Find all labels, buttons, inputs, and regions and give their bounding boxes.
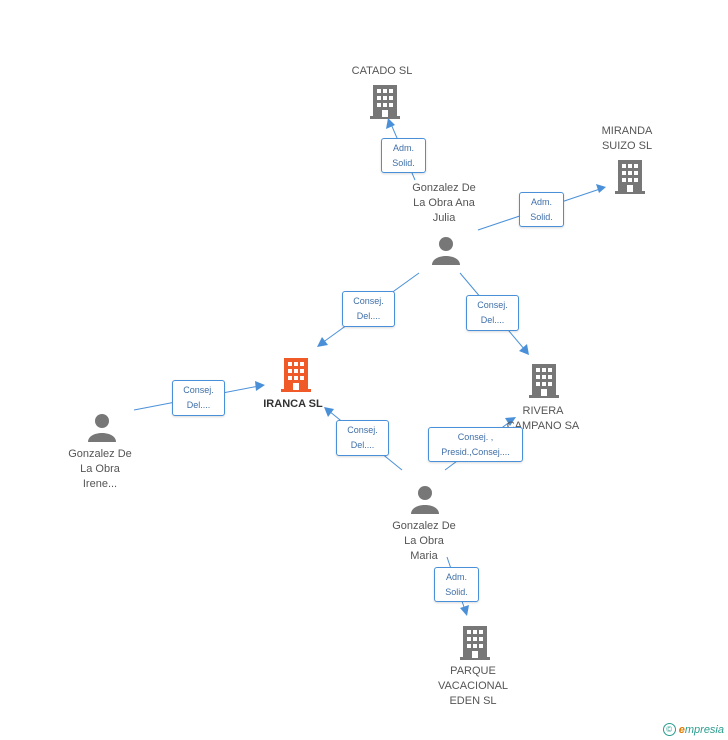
building-icon-parque[interactable] — [460, 626, 490, 660]
edge-label-maria-iranca[interactable]: Consej. Del.... — [336, 420, 389, 456]
building-icon-rivera[interactable] — [529, 364, 559, 398]
edge-label-maria-parque[interactable]: Adm. Solid. — [434, 567, 479, 602]
node-label-ana[interactable]: Gonzalez De La Obra Ana Julia — [412, 182, 476, 224]
edge-label-maria-rivera[interactable]: Consej. , Presid.,Consej.... — [428, 427, 523, 462]
brand-logo[interactable]: empresia — [679, 724, 724, 736]
person-icon-maria[interactable] — [411, 486, 439, 514]
node-label-irene[interactable]: Gonzalez De La Obra Irene... — [68, 448, 132, 490]
node-label-maria[interactable]: Gonzalez De La Obra Maria — [392, 520, 456, 562]
edge-label-ana-rivera[interactable]: Consej. Del.... — [466, 295, 519, 331]
building-icon-iranca[interactable] — [281, 358, 311, 392]
edge-label-ana-iranca[interactable]: Consej. Del.... — [342, 291, 395, 327]
edge-label-irene-iranca[interactable]: Consej. Del.... — [172, 380, 225, 416]
building-icon-catado[interactable] — [370, 85, 400, 119]
person-icon-irene[interactable] — [88, 414, 116, 442]
node-label-parque[interactable]: PARQUE VACACIONAL EDEN SL — [437, 665, 509, 707]
copyright-icon: © — [662, 723, 676, 736]
edge-label-ana-miranda[interactable]: Adm. Solid. — [519, 192, 564, 227]
brand-initial: e — [678, 723, 685, 736]
node-label-iranca[interactable]: IRANCA SL — [263, 398, 323, 410]
node-label-miranda[interactable]: MIRANDA SUIZO SL — [601, 125, 653, 152]
brand-name: mpresia — [684, 723, 724, 736]
node-label-catado[interactable]: CATADO SL — [351, 65, 413, 77]
footer-brand: © empresia — [662, 723, 724, 736]
building-icon-miranda[interactable] — [615, 160, 645, 194]
edge-label-ana-catado[interactable]: Adm. Solid. — [381, 138, 426, 173]
person-icon-ana[interactable] — [432, 237, 460, 265]
